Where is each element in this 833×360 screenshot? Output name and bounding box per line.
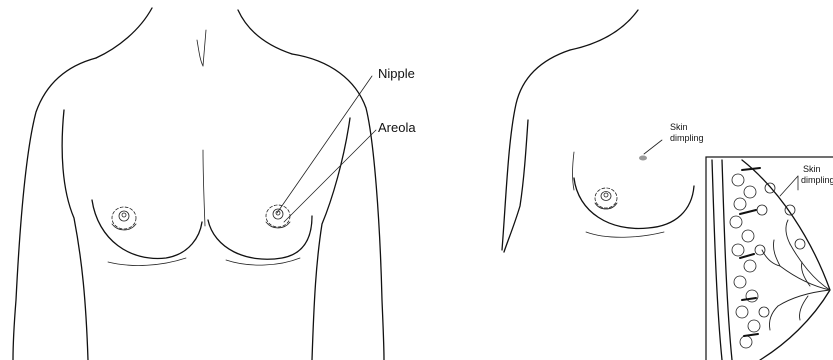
left-breast-fold [108,258,186,265]
skin-dimpling-label-line1: Skin [670,122,688,132]
neck-right-line [238,10,292,54]
left-inner-arm [62,110,88,360]
partial-breast-fold [586,232,664,237]
skin-dimpling-mark [639,156,647,161]
right-shoulder-arm [292,54,384,360]
partial-nipple-areola [595,188,617,209]
nipple-leader-line [277,76,372,213]
partial-neck-line [570,10,638,50]
skin-dimpling-label-line2: dimpling [670,133,704,143]
inset-skin-dimpling-line2: dimpling [801,175,833,185]
right-breast-outline [208,216,312,259]
cross-section-inset: Skin dimpling [706,157,833,360]
front-torso: Nipple Areola [13,8,416,360]
partial-shoulder-arm [502,50,570,250]
left-nipple-areola [112,207,136,230]
partial-inner-arm [504,120,528,252]
areola-leader-line [284,130,376,222]
nipple-label: Nipple [378,66,415,81]
partial-torso: Skin dimpling [502,10,704,252]
left-breast-outline [92,200,202,258]
neck-left-line [96,8,152,58]
left-shoulder-arm [13,58,96,360]
skin-dimpling-leader [644,140,662,154]
sternum-center [203,150,205,226]
sternal-line [203,30,206,66]
sternal-line-2 [197,40,203,66]
areola-label: Areola [378,120,416,135]
right-nipple-areola [266,205,290,228]
inset-skin-dimpling-line1: Skin [803,164,821,174]
partial-chest-line [573,152,575,190]
partial-breast-outline [574,178,694,229]
